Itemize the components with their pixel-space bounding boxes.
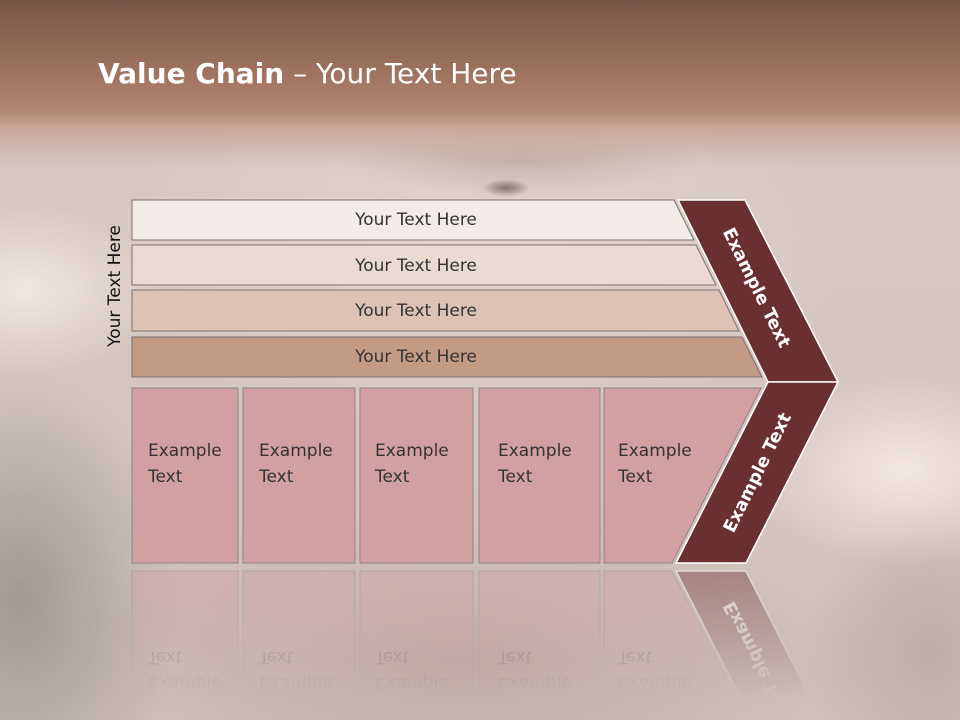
support-bar-shape [131,244,717,286]
support-bar-4: Your Text Here [131,336,763,378]
primary-activity-box-4 [478,387,601,564]
support-bar-label: Your Text Here [354,347,477,367]
support-bar-shape [131,289,740,332]
support-bar-shape [131,199,695,241]
primary-activity-label-3: Example Text [375,441,449,487]
support-bar-shape [131,336,763,378]
title-regular-part: – Your Text Here [293,57,517,90]
primary-activity-box-3 [359,387,474,564]
primary-activities-row: Example Text Example Text Example Text E… [130,380,842,566]
title-bold-part: Value Chain [98,57,285,90]
primary-activity-box-2 [242,387,356,564]
support-bar-label: Your Text Here [354,256,477,276]
primary-activity-label-5: Example Text [618,441,692,487]
primary-activity-label-4: Example Text [498,441,572,487]
side-label: Your Text Here [105,225,125,348]
support-bar-label: Your Text Here [354,301,477,321]
margin-chevron-bottom-shape [674,381,840,564]
primary-activity-label-1: Example Text [148,441,222,487]
support-bar-1: Your Text Here [131,199,695,241]
support-bar-label: Your Text Here [354,210,477,230]
margin-chevron-top: Example Text [676,199,840,383]
slide-title: Value Chain – Your Text Here [98,60,517,88]
primary-activity-box-5 [603,387,762,564]
primary-activities-shapes: Example Text [131,381,840,564]
primary-activity-label-2: Example Text [259,441,333,487]
support-bar-3: Your Text Here [131,289,740,332]
support-bar-2: Your Text Here [131,244,717,286]
primary-activity-box-1 [131,387,239,564]
